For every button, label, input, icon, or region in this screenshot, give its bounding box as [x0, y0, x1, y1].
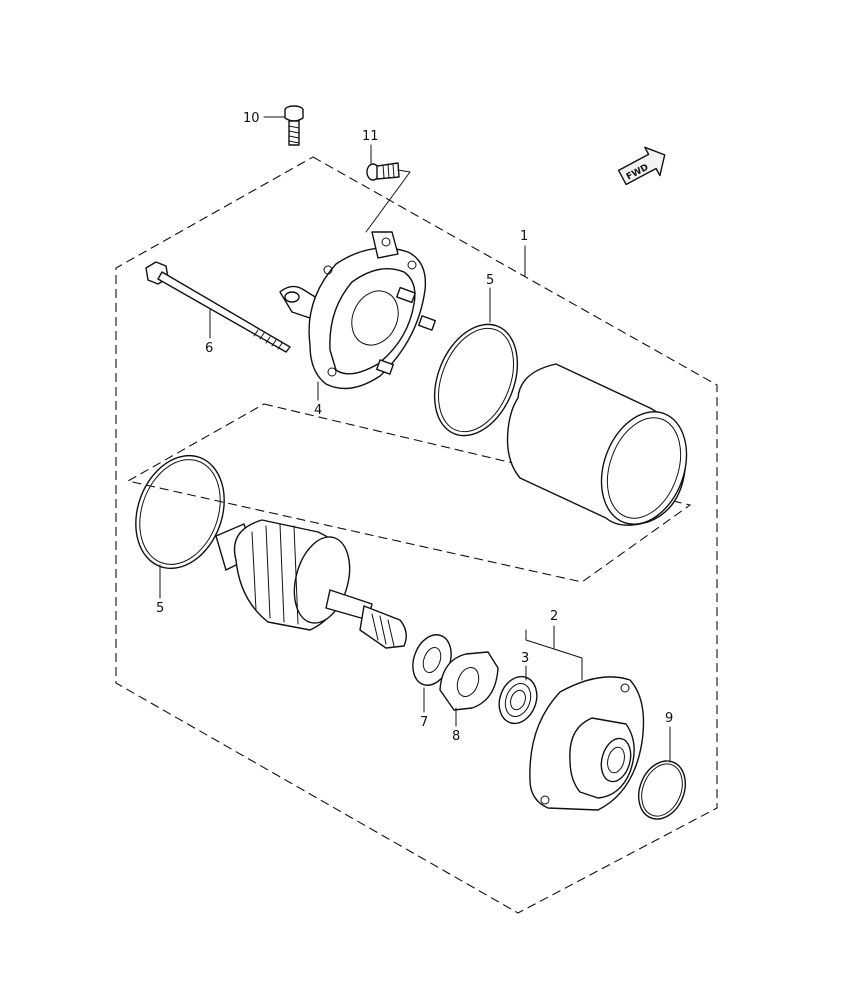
o-ring-5-upper-part [433, 323, 519, 437]
armature-part [215, 519, 407, 649]
fwd-arrow-icon: FWD [617, 146, 666, 186]
brush-holder-cover-4-part [279, 231, 436, 390]
yoke-housing-part [506, 363, 688, 526]
leader-11-to-cover [365, 169, 411, 233]
bolt-10-part [284, 105, 304, 146]
bearing-3-part [498, 675, 538, 725]
callout-5-upper: 5 [486, 273, 494, 288]
housing-end-2-part [529, 676, 645, 811]
through-bolt-6-part [145, 261, 291, 353]
callout-6: 6 [205, 341, 213, 356]
o-ring-9-part [638, 760, 686, 820]
callout-1: 1 [520, 229, 528, 244]
o-ring-5-lower-part [135, 454, 225, 570]
callout-11: 11 [362, 129, 379, 144]
callout-8: 8 [452, 729, 460, 744]
assembly-outline [115, 156, 718, 914]
callout-10: 10 [243, 111, 260, 126]
callout-4: 4 [314, 403, 322, 418]
leader-2-bracket [525, 629, 583, 681]
callout-2: 2 [550, 609, 558, 624]
callout-3: 3 [521, 651, 529, 666]
callout-9: 9 [665, 711, 673, 726]
callout-7: 7 [420, 715, 428, 730]
lock-washer-8-part [439, 651, 499, 711]
callout-5-lower: 5 [156, 601, 164, 616]
screw-11-part [366, 162, 400, 181]
